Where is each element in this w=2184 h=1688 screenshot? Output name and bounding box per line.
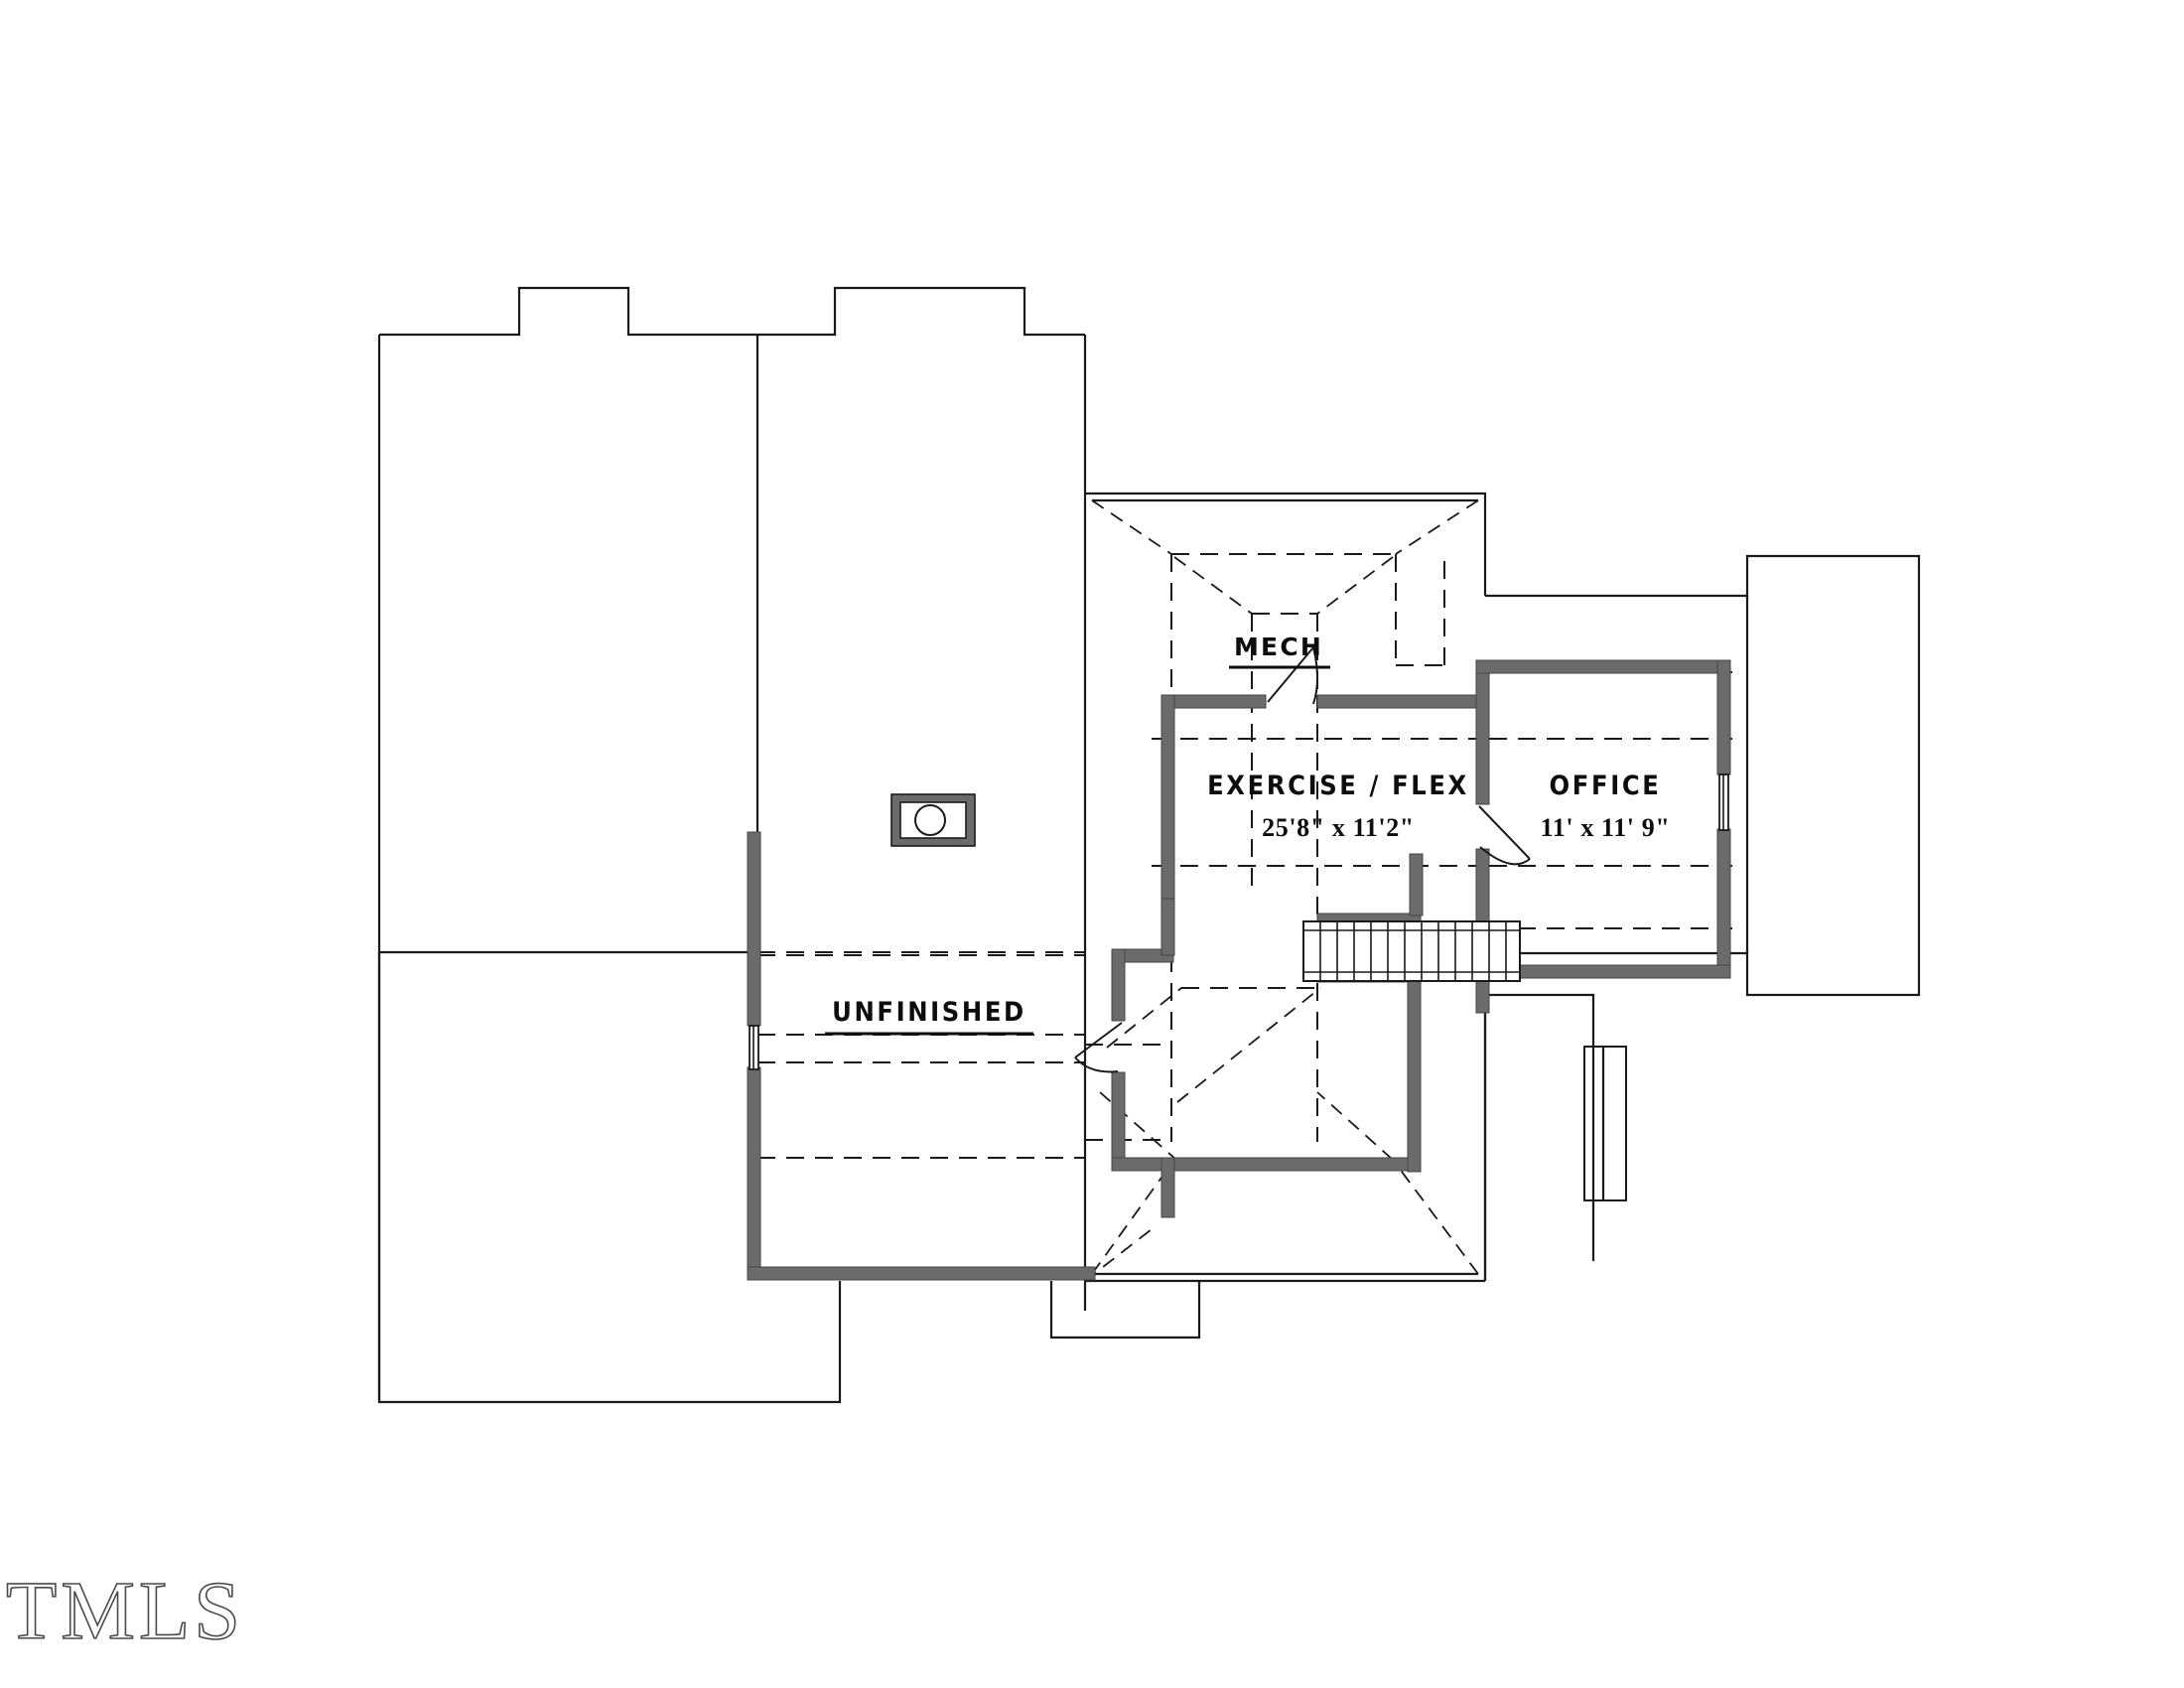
wall-exercise-north-right bbox=[1316, 694, 1490, 709]
wall-west-upper bbox=[747, 831, 761, 1027]
wall-unfinished-bottom bbox=[747, 1266, 1096, 1281]
staircase-body bbox=[1302, 920, 1521, 982]
wall-office-east-upper bbox=[1716, 659, 1731, 775]
hip-bumpout-diag bbox=[1084, 1228, 1153, 1282]
wall-exercise-south bbox=[1173, 1157, 1419, 1172]
watermark-group: TMLS bbox=[5, 1564, 244, 1658]
hip-lower-right-diag bbox=[1395, 1163, 1479, 1275]
center-block-outline bbox=[1085, 492, 1487, 596]
wall-office-east-lower bbox=[1716, 828, 1731, 979]
chimney-vent-outer bbox=[1583, 1046, 1627, 1201]
mech-door-arc bbox=[1312, 646, 1318, 705]
room-dims-office: 11' x 11' 9" bbox=[1541, 813, 1671, 842]
wall-exercise-north-left bbox=[1160, 694, 1267, 709]
staircase bbox=[1302, 920, 1521, 982]
unfinished-door-leaf bbox=[1074, 1022, 1123, 1058]
wall-stair-vert-up bbox=[1409, 853, 1424, 916]
room-label-mech: MECH bbox=[1234, 633, 1323, 661]
hip-lower-inner-diag-r bbox=[1316, 1091, 1394, 1161]
room-label-unfinished: UNFINISHED bbox=[832, 997, 1026, 1028]
room-dims-exercise-flex: 25'8" x 11'2" bbox=[1262, 813, 1415, 842]
wall-lower-right-vert bbox=[1407, 977, 1422, 1173]
fixture-circle-icon bbox=[914, 804, 946, 836]
right-wing-roof bbox=[1485, 554, 1921, 997]
wall-west-lower bbox=[747, 1066, 761, 1280]
interior-walls-group bbox=[747, 659, 1731, 1281]
lower-right-outline bbox=[1485, 993, 1595, 1261]
room-label-exercise-flex: EXERCISE / FLEX bbox=[1207, 771, 1469, 801]
hip-upper-left-diag bbox=[1091, 499, 1172, 555]
roof-upper-left-top bbox=[379, 286, 757, 337]
hip-upper-inner-diag-r bbox=[1316, 556, 1394, 615]
right-wing-outline bbox=[1485, 554, 1921, 997]
lower-right-roof bbox=[1483, 993, 1627, 1281]
wall-exercise-west bbox=[1160, 694, 1175, 900]
wall-partition-v3 bbox=[1160, 1157, 1175, 1218]
hip-upper-inner-diag-l bbox=[1173, 556, 1253, 615]
tmls-watermark: TMLS bbox=[6, 1565, 244, 1657]
wall-partition-v1 bbox=[1111, 948, 1126, 1022]
hip-upper-right-diag bbox=[1395, 499, 1479, 555]
wall-office-west-upper bbox=[1475, 659, 1490, 805]
attic-access-fixture bbox=[890, 793, 976, 847]
room-labels-group: MECH EXERCISE / FLEX 25'8" x 11'2" OFFIC… bbox=[825, 633, 1671, 1036]
office-door-arc bbox=[1479, 846, 1531, 866]
hip-lower-inner-diag-l bbox=[1099, 1091, 1177, 1161]
room-label-office: OFFICE bbox=[1550, 771, 1662, 801]
hip-mid-diag-l bbox=[1106, 987, 1182, 1049]
wall-partition-v0 bbox=[1160, 893, 1175, 956]
windows-group bbox=[749, 774, 1729, 1070]
bottom-bumpout-outline bbox=[1049, 1281, 1201, 1339]
bottom-bumpout bbox=[1049, 1281, 1201, 1339]
doors-group bbox=[1074, 646, 1531, 1073]
office-door-leaf bbox=[1478, 805, 1531, 860]
wall-partition-v2 bbox=[1111, 1071, 1126, 1171]
wall-office-north bbox=[1475, 659, 1730, 674]
roof-upper-left bbox=[377, 335, 757, 954]
hip-mid-diag-r bbox=[1176, 987, 1321, 1103]
mech-door-leaf bbox=[1267, 646, 1314, 703]
roof-upper-right-top bbox=[757, 286, 1085, 337]
unfinished-door-arc bbox=[1074, 1056, 1119, 1073]
